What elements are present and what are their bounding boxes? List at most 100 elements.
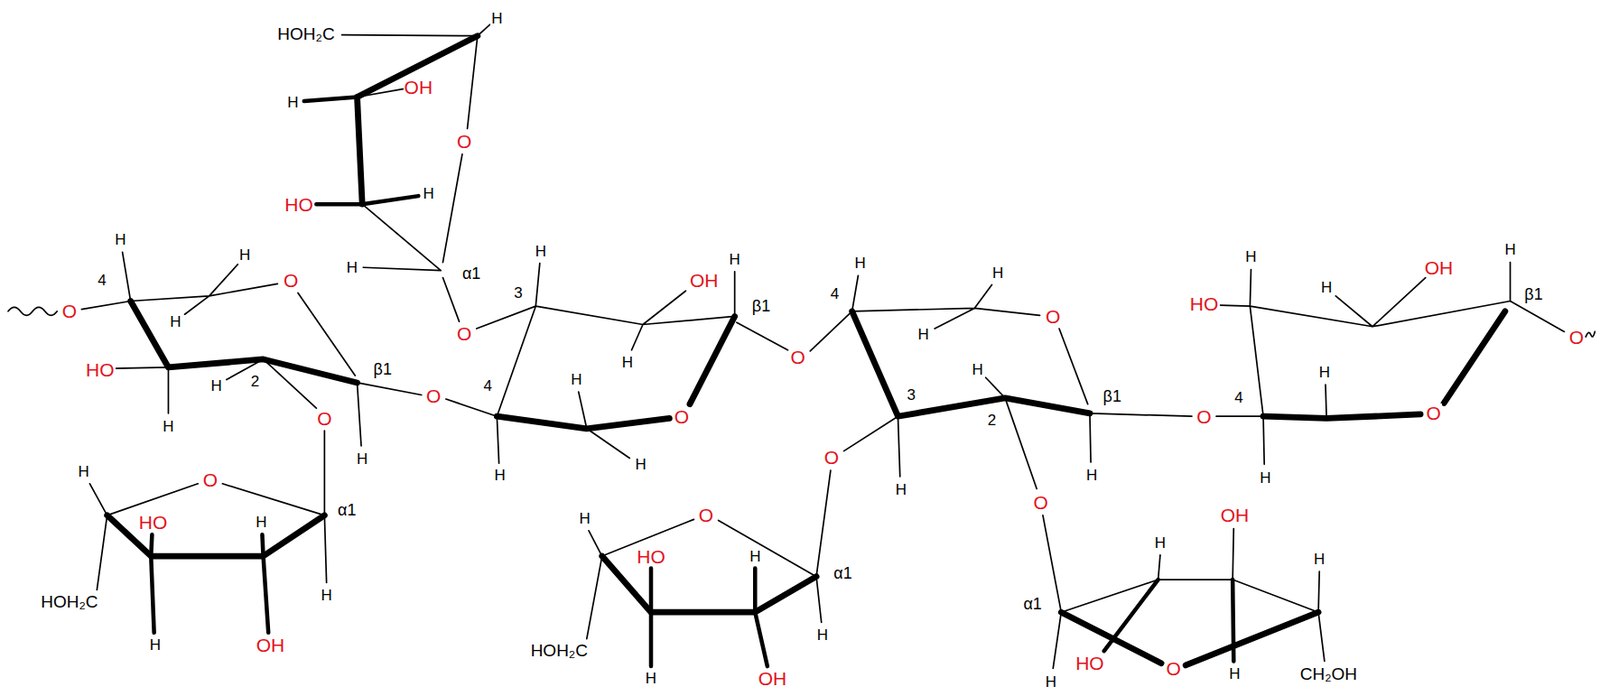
group-label: HOH₂C xyxy=(276,25,335,43)
oxygen-label: HO xyxy=(283,195,315,214)
oxygen-label: OH xyxy=(1219,505,1251,525)
third-xylose xyxy=(809,275,1192,489)
hydrogen-label: H xyxy=(1312,551,1326,568)
hydrogen-label: H xyxy=(355,451,369,467)
bold-bonds xyxy=(130,301,358,383)
lower-left-arabinose xyxy=(89,430,326,633)
oxygen-label: O xyxy=(790,347,807,367)
oxygen-label: O xyxy=(202,470,219,490)
linkage-label: α1 xyxy=(832,565,853,582)
hydrogen-label: H xyxy=(254,514,268,531)
hydrogen-label: H xyxy=(621,354,634,371)
hydrogen-label: H xyxy=(854,255,867,271)
hydrogen-label: H xyxy=(970,362,984,378)
hydrogen-label: H xyxy=(577,511,591,527)
hydrogen-label: H xyxy=(493,467,507,484)
carbon-number: 3 xyxy=(905,387,916,403)
linkage-label: α1 xyxy=(461,265,482,282)
chain-end-wave xyxy=(1585,331,1595,337)
wedge-bonds xyxy=(651,568,768,667)
bond-lines xyxy=(1042,515,1325,670)
linkage-label: β1 xyxy=(1523,286,1544,303)
oxygen-label: O xyxy=(455,131,473,151)
bond-lines xyxy=(342,24,491,322)
bold-bonds xyxy=(496,316,735,428)
linkage-label: β1 xyxy=(751,297,772,315)
hydrogen-label: H xyxy=(1318,364,1331,381)
bond-lines xyxy=(1216,262,1564,466)
group-label: CH₂OH xyxy=(1299,665,1359,683)
hydrogen-label: H xyxy=(894,482,908,498)
hydrogen-label: H xyxy=(1503,241,1517,258)
oxygen-label: O xyxy=(61,301,78,321)
center-xylose xyxy=(446,263,789,465)
oxygen-label: O xyxy=(823,447,840,467)
hydrogen-label: H xyxy=(490,10,503,27)
hydrogen-label: H xyxy=(1085,467,1098,484)
hydrogen-label: H xyxy=(161,418,175,435)
hydrogen-label: H xyxy=(728,251,742,268)
group-label: HOH₂C xyxy=(530,641,589,660)
hydrogen-label: H xyxy=(1320,279,1333,296)
hydrogen-label: H xyxy=(238,247,252,263)
bold-bonds xyxy=(1263,311,1506,419)
hydrogen-label: H xyxy=(1244,249,1257,265)
carbon-number: 3 xyxy=(512,285,523,301)
hydrogen-label: H xyxy=(422,186,436,202)
hydrogen-label: H xyxy=(816,627,829,643)
oxygen-label: OH xyxy=(757,669,789,689)
oxygen-label: O xyxy=(1425,403,1442,423)
wedge-bonds xyxy=(150,534,269,633)
right-xylose xyxy=(1216,262,1595,466)
oxygen-label: OH xyxy=(1423,258,1455,278)
hydrogen-label: H xyxy=(917,326,931,343)
oxygen-label: O xyxy=(455,324,473,344)
hydrogen-label: H xyxy=(286,94,299,111)
oxygen-label: O xyxy=(1044,306,1061,326)
oxygen-label: HO xyxy=(635,547,667,567)
linkage-label: β1 xyxy=(1102,388,1123,405)
oxygen-label: O xyxy=(282,270,299,290)
bond-lines xyxy=(446,263,789,465)
linkage-label: α1 xyxy=(336,502,357,519)
hydrogen-label: H xyxy=(148,637,162,653)
middle-arabinose xyxy=(586,470,831,667)
wedge-bonds xyxy=(1104,579,1235,661)
hydrogen-label: H xyxy=(634,456,648,473)
hydrogen-label: H xyxy=(209,378,223,394)
oxygen-label: O xyxy=(1164,659,1182,679)
hydrogen-label: H xyxy=(1258,470,1272,486)
hydrogen-label: H xyxy=(1044,674,1058,690)
oxygen-label: O xyxy=(316,409,333,428)
bold-bonds xyxy=(852,311,1090,417)
carbon-number: 2 xyxy=(250,373,261,390)
hydrogen-label: H xyxy=(1227,666,1241,682)
oxygen-label: O xyxy=(1032,493,1050,512)
bold-bonds xyxy=(602,556,817,613)
oxygen-label: OH xyxy=(403,77,435,97)
lower-right-arabinose xyxy=(1042,515,1325,670)
carbon-number: 4 xyxy=(1233,390,1244,406)
linkage-label: β1 xyxy=(372,361,393,378)
oxygen-label: O xyxy=(1195,407,1212,427)
oxygen-label: OH xyxy=(255,635,287,655)
hydrogen-label: H xyxy=(319,587,333,604)
carbon-number: 4 xyxy=(829,286,840,302)
hydrogen-label: H xyxy=(644,670,658,687)
hydrogen-label: H xyxy=(748,548,762,565)
top-arabinose xyxy=(304,24,491,322)
linkage-label: α1 xyxy=(1022,595,1042,613)
bond-lines xyxy=(809,275,1192,489)
hydrogen-label: H xyxy=(168,314,182,330)
oxygen-label: HO xyxy=(138,512,169,532)
bond-lines xyxy=(81,251,421,447)
oxygen-label: O xyxy=(673,407,690,427)
oxygen-label: HO xyxy=(1074,653,1106,673)
hydrogen-label: H xyxy=(113,232,127,248)
wedge-bonds xyxy=(304,96,419,205)
chain-end-wave xyxy=(8,306,57,316)
hydrogen-label: H xyxy=(1153,535,1167,551)
carbon-number: 4 xyxy=(96,272,107,289)
hydrogen-label: H xyxy=(991,265,1005,281)
carbon-number: 4 xyxy=(482,378,493,394)
